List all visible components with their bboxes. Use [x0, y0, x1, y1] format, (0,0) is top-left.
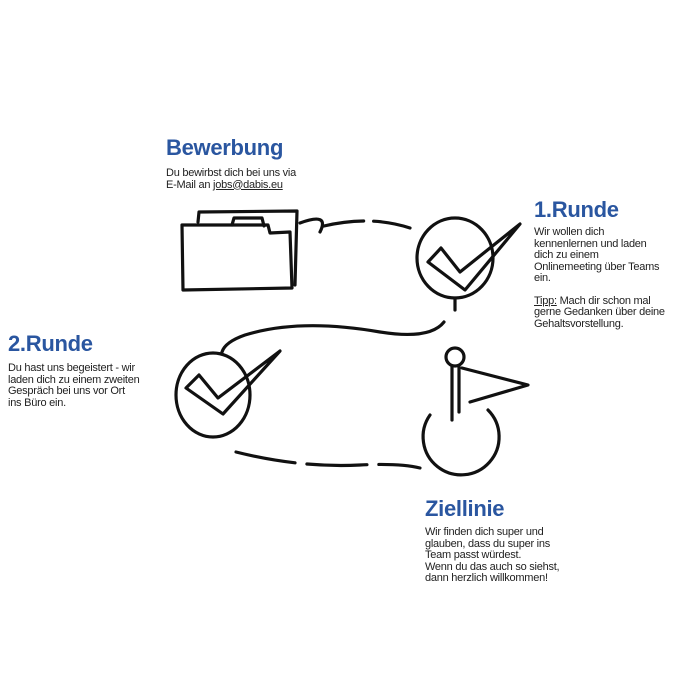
desc-line: Team passt würdest. [425, 549, 522, 561]
desc-line: Du bewirbst dich bei uns via [166, 167, 296, 179]
step-desc-runde1: Wir wollen dich kennenlernen und laden d… [534, 226, 665, 330]
check-circle-icon-1 [415, 216, 522, 312]
tip-label: Tipp: [534, 294, 557, 307]
check-circle-icon-2 [174, 349, 282, 439]
desc-line: E-Mail an jobs@dabis.eu [166, 178, 296, 192]
step-title-bewerbung: Bewerbung [166, 135, 284, 160]
desc-line: ein. [534, 272, 551, 284]
step-desc-ziellinie: Wir finden dich super und glauben, dass … [425, 526, 560, 585]
desc-line: Wir finden dich super und [425, 526, 544, 538]
desc-line: ins Büro ein. [8, 396, 66, 409]
desc-line: dich zu einem [534, 249, 599, 261]
desc-line: laden dich zu einem zweiten [8, 373, 140, 386]
desc-line: glauben, dass du super ins [425, 537, 550, 550]
folder-icon [180, 209, 299, 292]
desc-line: dann herzlich willkommen! [425, 572, 548, 584]
step-title-ziellinie: Ziellinie [425, 496, 505, 521]
desc-line: Onlinemeeting über Teams [534, 260, 660, 273]
desc-line: Wenn du das auch so siehst, [425, 560, 560, 573]
step-title-runde2: 2.Runde [8, 331, 93, 356]
tip-line: Tipp: Mach dir schon mal [534, 294, 665, 308]
desc-text: E-Mail an [166, 178, 214, 191]
finish-flag-icon [421, 346, 530, 477]
desc-line: Gespräch bei uns vor Ort [8, 385, 125, 397]
desc-line: Wir wollen dich [534, 226, 605, 238]
tip-text: Gehaltsvorstellung. [534, 317, 624, 330]
step-title-runde1: 1.Runde [534, 197, 619, 222]
desc-line: kennenlernen und laden [534, 237, 647, 250]
tip-text: gerne Gedanken über deine [534, 306, 665, 318]
connector-path-1 [298, 217, 412, 234]
tip-text: Mach dir schon mal [556, 294, 651, 307]
connector-path-2 [220, 320, 446, 354]
connector-path-3 [234, 450, 422, 470]
desc-line: Du hast uns begeistert - wir [8, 362, 135, 374]
email-link[interactable]: jobs@dabis.eu [213, 178, 283, 191]
step-desc-bewerbung: Du bewirbst dich bei uns via E-Mail an j… [166, 167, 296, 192]
step-desc-runde2: Du hast uns begeistert - wir laden dich … [8, 362, 140, 409]
